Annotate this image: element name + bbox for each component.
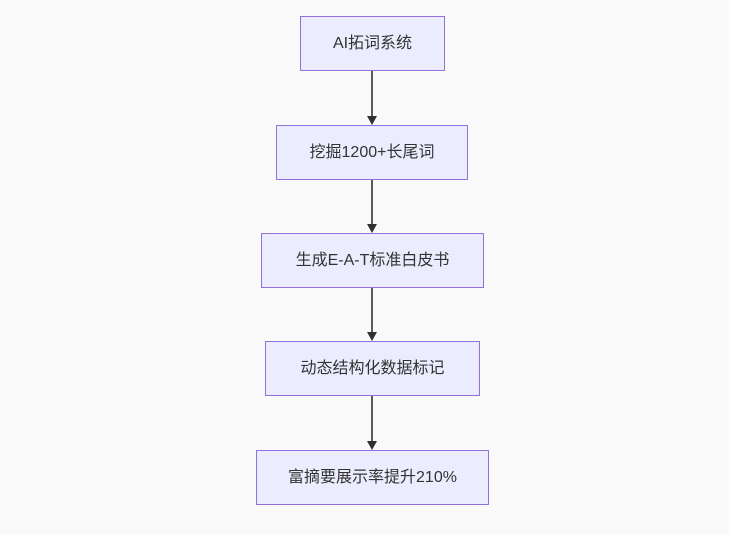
arrow-head-icon — [367, 332, 377, 341]
flow-edge-1 — [367, 71, 377, 125]
arrow-head-icon — [367, 224, 377, 233]
arrow-line — [371, 180, 373, 226]
arrow-line — [371, 288, 373, 334]
flow-node-eat-whitepaper: 生成E-A-T标准白皮书 — [261, 233, 484, 288]
flow-node-ai-keyword-system: AI拓词系统 — [300, 16, 445, 71]
flow-node-rich-snippet-uplift: 富摘要展示率提升210% — [256, 450, 489, 505]
flow-edge-2 — [367, 180, 377, 233]
node-label: 生成E-A-T标准白皮书 — [295, 251, 450, 269]
node-label: 挖掘1200+长尾词 — [309, 143, 435, 161]
node-label: 动态结构化数据标记 — [300, 359, 445, 377]
node-label: AI拓词系统 — [332, 34, 413, 52]
arrow-line — [371, 396, 373, 443]
arrow-head-icon — [367, 441, 377, 450]
arrow-head-icon — [367, 116, 377, 125]
flow-node-longtail-mining: 挖掘1200+长尾词 — [276, 125, 468, 180]
flow-edge-4 — [367, 396, 377, 450]
flow-node-structured-data-markup: 动态结构化数据标记 — [265, 341, 480, 396]
arrow-line — [371, 71, 373, 118]
flow-edge-3 — [367, 288, 377, 341]
node-label: 富摘要展示率提升210% — [288, 468, 457, 486]
